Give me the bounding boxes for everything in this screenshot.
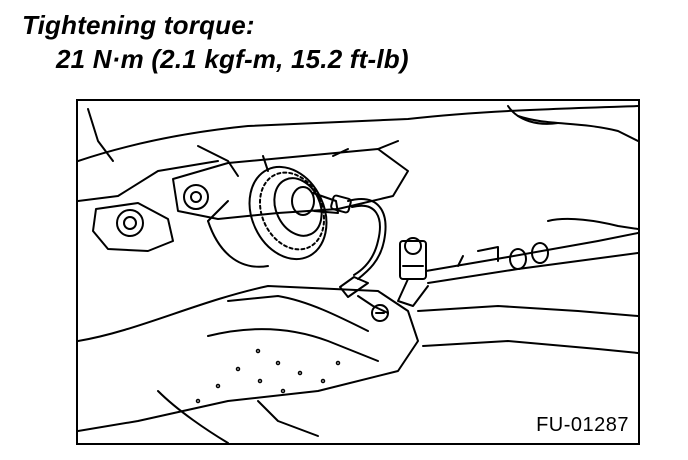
exhaust-pipe (78, 285, 638, 443)
pipe-bolt (371, 304, 389, 322)
oxygen-sensor (291, 186, 352, 216)
heat-shield-texture (195, 348, 341, 404)
upper-flange (172, 140, 409, 220)
exhaust-sensor-illustration: FU-01287 (76, 99, 640, 445)
mount-bracket (92, 202, 174, 252)
torque-spec: Tightening torque: 21 N·m (2.1 kgf-m, 15… (22, 8, 409, 76)
harness-connector (397, 237, 429, 307)
spec-value: 21 N·m (2.1 kgf-m, 15.2 ft-lb) (56, 44, 409, 74)
line-drawing (78, 105, 638, 443)
fuel-pipes (425, 217, 638, 284)
sensor-harness (339, 198, 389, 314)
figure-code: FU-01287 (536, 414, 629, 436)
body-panel (78, 105, 638, 202)
pipe-flange (207, 165, 328, 268)
spec-heading: Tightening torque: (22, 10, 255, 40)
